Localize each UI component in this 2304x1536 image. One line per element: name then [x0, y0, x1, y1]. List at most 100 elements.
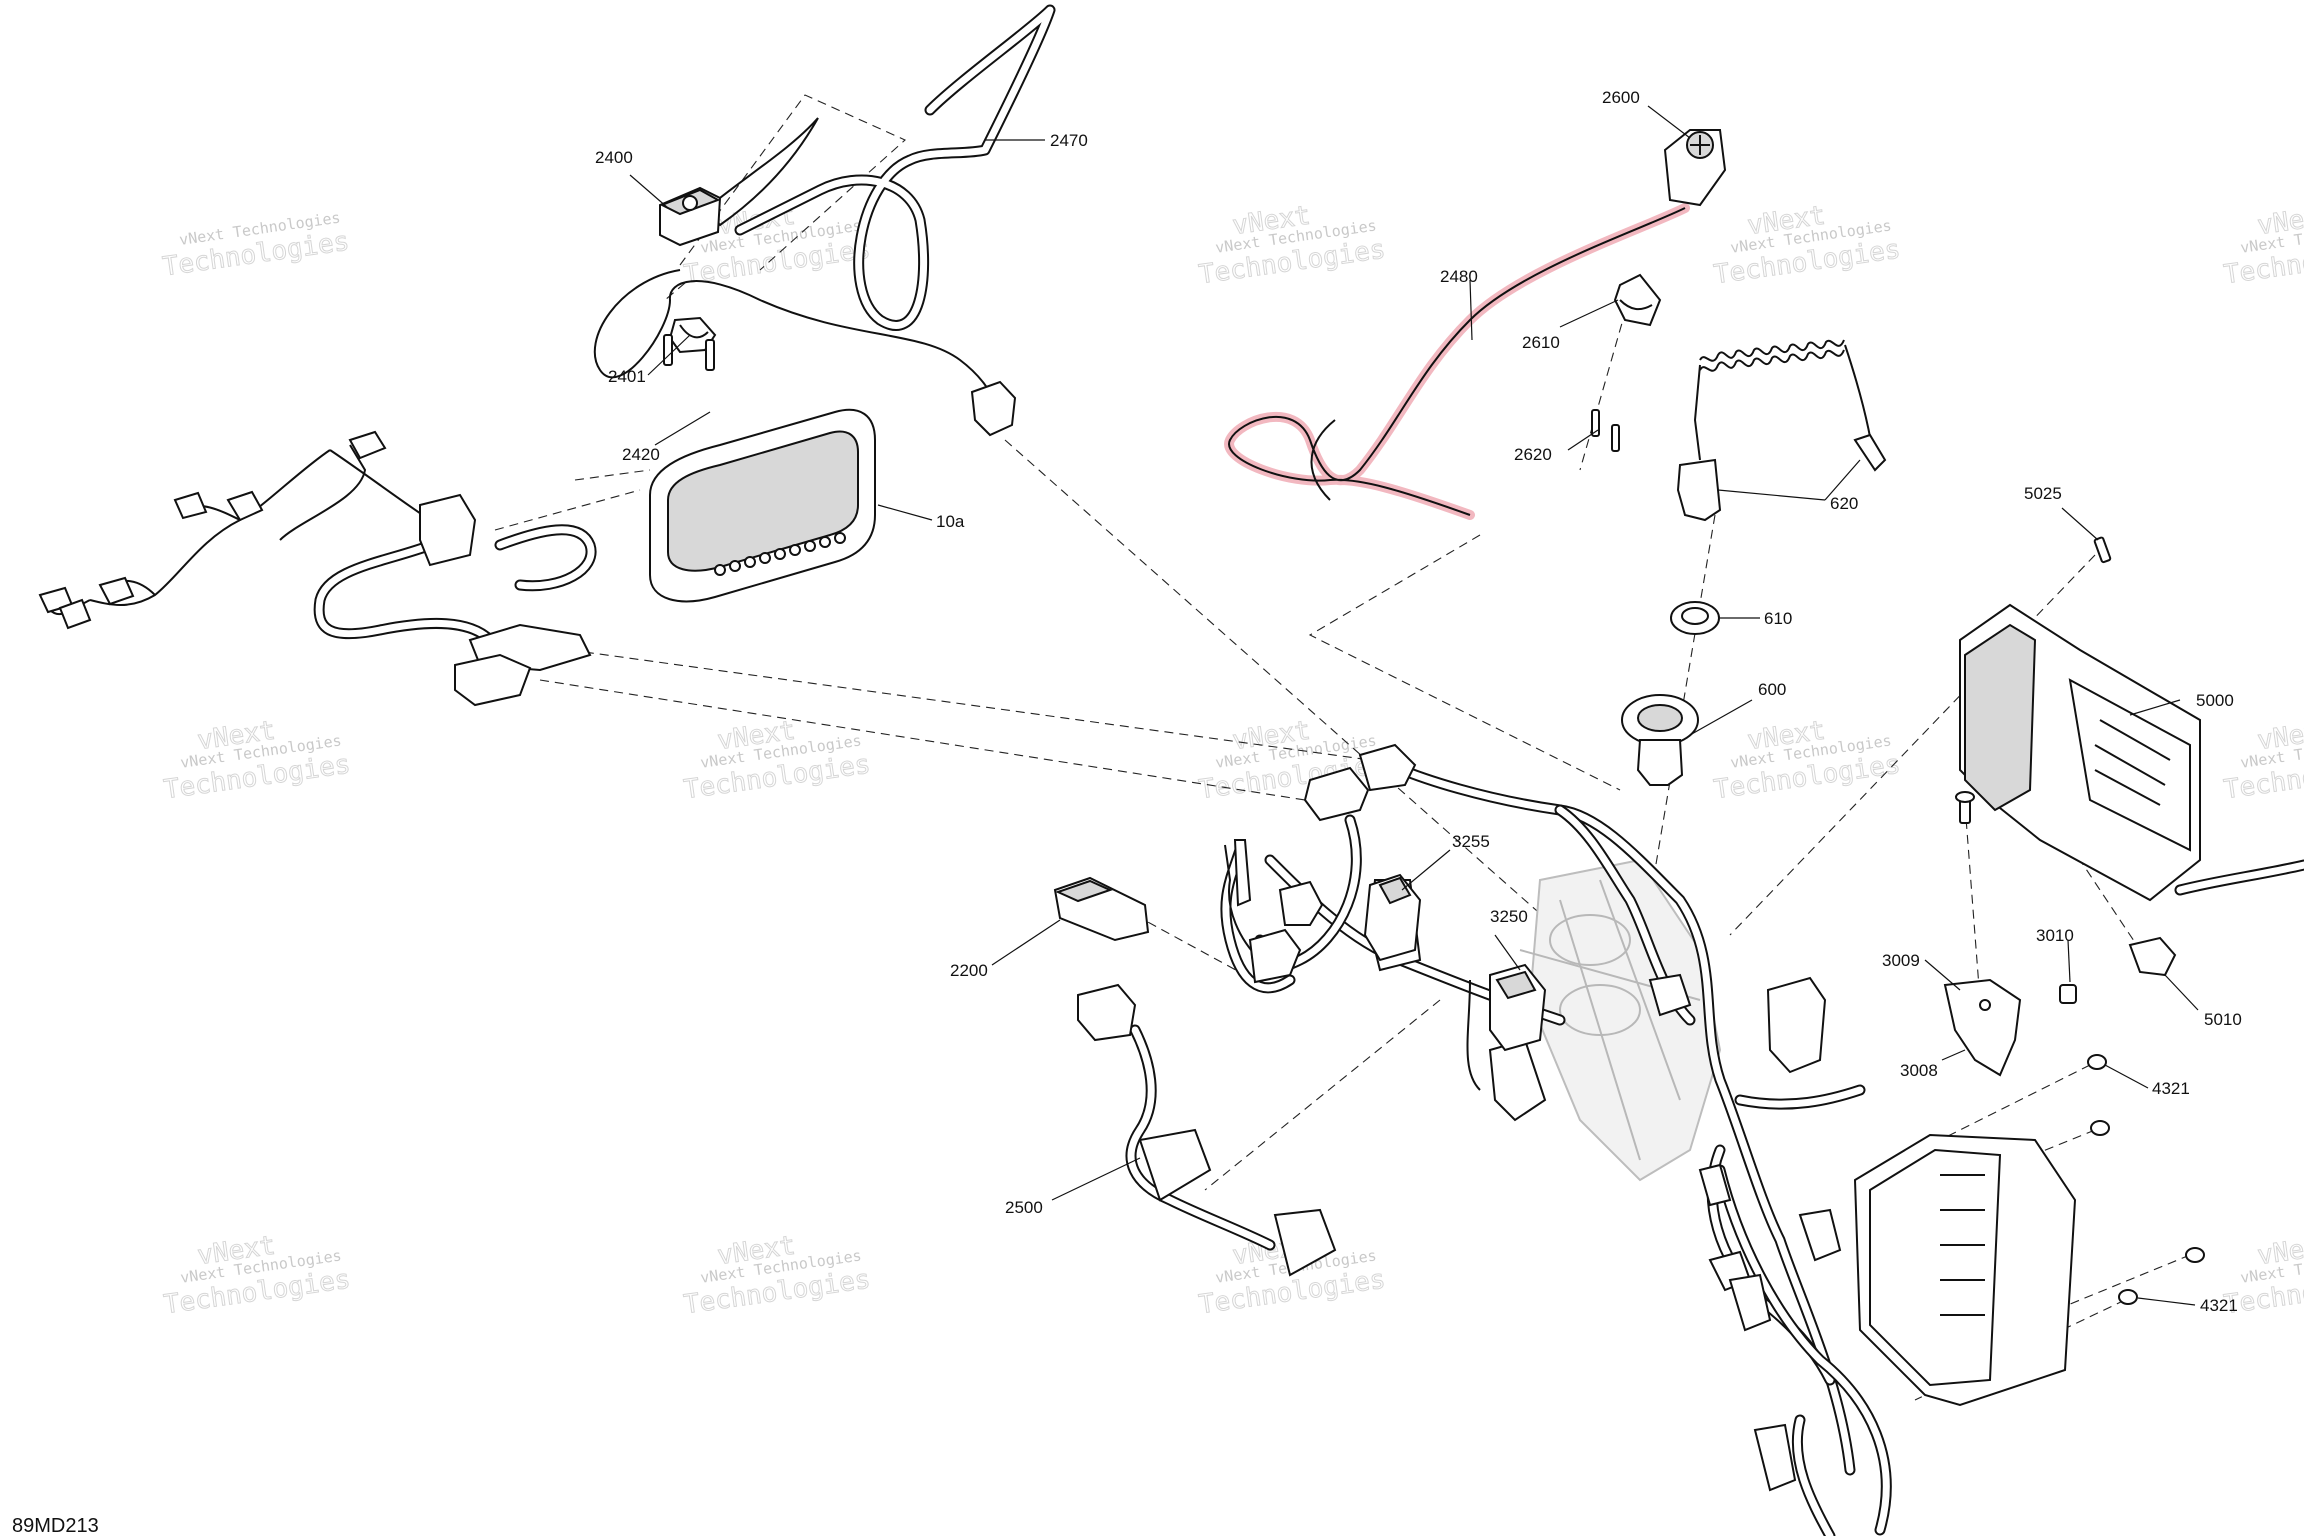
callout-5000[interactable]: 5000: [2196, 691, 2234, 710]
callout-3009[interactable]: 3009: [1882, 951, 1920, 970]
nut-3010[interactable]: [2059, 984, 2077, 1004]
sensor-connector[interactable]: [970, 380, 1017, 437]
harness-tube-core: [1736, 1086, 1864, 1108]
clip-body: [2128, 936, 2177, 977]
switch-button: [682, 195, 698, 211]
callout-2480[interactable]: 2480: [1440, 267, 1478, 286]
nut: [2059, 984, 2077, 1004]
screw: [705, 339, 715, 371]
tether-620[interactable]: [1676, 339, 1887, 522]
clip-2401[interactable]: [593, 269, 1001, 411]
switch-rocker: [1378, 876, 1412, 905]
bolt-3009[interactable]: [1955, 791, 1975, 824]
screw: [1611, 424, 1620, 452]
dashed-line: [1308, 534, 1621, 791]
callout-620[interactable]: 620: [1830, 494, 1858, 513]
fusebox-cover: [1869, 1148, 2002, 1387]
harness-2500[interactable]: [1077, 983, 1337, 1277]
callout-2500[interactable]: 2500: [1005, 1198, 1043, 1217]
watermark: vNext vNext Technologies Technologies: [1197, 200, 1388, 291]
coil: [1699, 349, 1845, 372]
harness-branch: [329, 449, 431, 521]
dashed-line: [664, 282, 686, 301]
callout-3010[interactable]: 3010: [2036, 926, 2074, 945]
bracket-detail: [1619, 299, 1653, 311]
bracket-2610[interactable]: [1613, 273, 1662, 327]
fuse-box[interactable]: [1766, 976, 2077, 1407]
harness-branch: [89, 449, 331, 606]
fusebox-slots: [1940, 1174, 1985, 1316]
module-motor: [1964, 623, 2037, 812]
dashed-line: [1204, 999, 1441, 1191]
module-panel: [2068, 678, 2191, 852]
watermark: vNext vNext Technologies Technologies: [162, 1230, 353, 1321]
bolt-5025[interactable]: [2093, 536, 2112, 564]
nut: [2185, 1247, 2205, 1263]
display-buttons: [714, 532, 846, 576]
harness-main[interactable]: [1220, 743, 1892, 1536]
sensor-wire: [593, 269, 1001, 411]
harness-left[interactable]: [38, 430, 597, 707]
receptacle-face: [1637, 704, 1683, 732]
watermark: vNext vNext Technologies Technologies: [1712, 715, 1903, 806]
callout-4321-upper[interactable]: 4321: [2152, 1079, 2190, 1098]
tether-clip: [1853, 433, 1887, 472]
callout-610[interactable]: 610: [1764, 609, 1792, 628]
watermark: vNext vNext Technologies Technologies: [2222, 200, 2304, 291]
callout-3250[interactable]: 3250: [1490, 907, 1528, 926]
callout-2200[interactable]: 2200: [950, 961, 988, 980]
mount-bracket: [1138, 1128, 1212, 1202]
callout-5010[interactable]: 5010: [2204, 1010, 2242, 1029]
callout-600[interactable]: 600: [1758, 680, 1786, 699]
display-screen: [667, 430, 859, 572]
nut-inner: [1681, 607, 1709, 625]
switch-3255[interactable]: [1363, 873, 1422, 962]
callout-2620[interactable]: 2620: [1514, 445, 1552, 464]
dashed-line: [1914, 1299, 2126, 1401]
callout-10a[interactable]: 10a: [936, 512, 965, 531]
switch-2400[interactable]: [659, 117, 819, 247]
callout-3255[interactable]: 3255: [1452, 832, 1490, 851]
callout-2400[interactable]: 2400: [595, 148, 633, 167]
harness-tube-core: [1376, 756, 1854, 1474]
bolt-head: [1955, 791, 1975, 803]
watermark: vNext Technologies Technologies: [160, 209, 351, 283]
receptacle-600[interactable]: [1621, 694, 1699, 786]
ignition-switch-2600[interactable]: [1663, 129, 1727, 207]
harness-2480[interactable]: [1224, 203, 1690, 520]
frame-background: [1519, 858, 1722, 1182]
callout-2610[interactable]: 2610: [1522, 333, 1560, 352]
module-5000[interactable]: [1959, 603, 2304, 902]
nut-610[interactable]: [1670, 601, 1720, 635]
callout-5025[interactable]: 5025: [2024, 484, 2062, 503]
callout-4321-lower[interactable]: 4321: [2200, 1296, 2238, 1315]
bracket-hole: [1979, 999, 1991, 1011]
dashed-line: [539, 679, 1306, 801]
dashed-line: [1134, 914, 1246, 976]
display-10a[interactable]: [649, 408, 876, 603]
callout-2600[interactable]: 2600: [1602, 88, 1640, 107]
nuts-4321-lower[interactable]: [2118, 1247, 2205, 1305]
clip-5010[interactable]: [2128, 936, 2177, 977]
callout-2420[interactable]: 2420: [622, 445, 660, 464]
cable-2470[interactable]: [734, 4, 1056, 331]
nuts-4321-upper[interactable]: [2087, 1054, 2110, 1136]
callout-2401[interactable]: 2401: [608, 367, 646, 386]
switch-rocker: [1495, 970, 1537, 1000]
clip-detail: [679, 324, 709, 339]
tether-cap: [1676, 458, 1722, 522]
watermark: vNext vNext Technologies Technologies: [2222, 715, 2304, 806]
harness-wire: [1228, 207, 1686, 516]
callout-2470[interactable]: 2470: [1050, 131, 1088, 150]
watermark: vNext vNext Technologies Technologies: [1712, 200, 1903, 291]
bracket-3008[interactable]: [1943, 978, 2022, 1077]
screws-2620[interactable]: [1591, 409, 1620, 452]
switch-3250[interactable]: [1489, 963, 1547, 1052]
sensor-2200[interactable]: [1053, 876, 1150, 942]
harness-branch: [279, 444, 367, 541]
bracket-plate: [1943, 978, 2022, 1077]
coil: [1699, 339, 1845, 362]
callout-3008[interactable]: 3008: [1900, 1061, 1938, 1080]
watermark: vNext vNext Technologies Technologies: [682, 1230, 873, 1321]
